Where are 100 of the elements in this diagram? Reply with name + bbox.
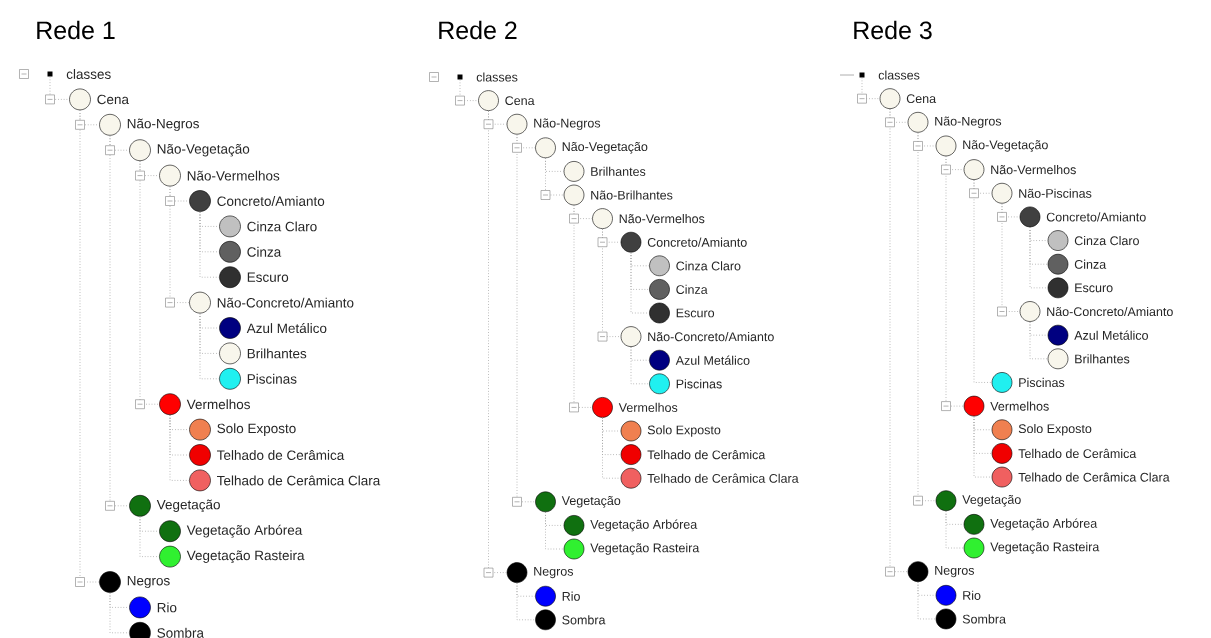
tree-item: Telhado de Cerâmica: [189, 444, 345, 466]
tree-item: Cinza: [1047, 253, 1107, 275]
title-text: Rede 2: [439, 20, 517, 40]
tree-item: Brilhantes: [563, 161, 646, 182]
node-label: Concreto/Amianto: [647, 237, 747, 247]
node-label: Negros: [935, 566, 975, 578]
tree-item: Não-Vermelhos: [592, 208, 705, 229]
node-label: Escuro: [247, 272, 289, 282]
tree-item: Negros: [506, 562, 574, 583]
tree-item: Brilhantes: [219, 342, 307, 365]
tree-item: Vermelhos: [159, 393, 250, 415]
node-label: Vegetação Arbórea: [186, 524, 303, 538]
node-label: Cena: [97, 94, 129, 105]
node-label: Piscinas: [1019, 377, 1065, 388]
node-label: Vermelhos: [186, 399, 250, 410]
node-label: Telhado de Cerâmica Clara: [647, 473, 799, 483]
title-text: Rede 3: [854, 20, 932, 40]
node-label: Brilhantes: [247, 348, 307, 359]
tree-line: [139, 160, 160, 405]
tree-item: Brilhantes: [1047, 348, 1130, 370]
tree-line: [630, 346, 650, 385]
tree-item: Escuro: [649, 302, 715, 324]
node-label: Cinza Claro: [676, 261, 741, 271]
tree-item: Cena: [478, 90, 535, 111]
tree-item: Cinza Claro: [1047, 230, 1139, 251]
tree-item: classes: [457, 72, 518, 82]
node-label: Vegetação Rasteira: [590, 543, 700, 555]
tree-item: Concreto/Amianto: [620, 231, 747, 253]
tree-line: [1029, 321, 1049, 360]
node-label: Vegetação: [962, 494, 1021, 507]
tree-item: Não-Brilhantes: [563, 184, 673, 206]
tree-item: Sombra: [935, 608, 1006, 630]
tree-line: [199, 211, 220, 278]
node-label: Sombra: [562, 615, 606, 625]
node-label: classes: [476, 72, 518, 82]
node-label: Vegetação Rasteira: [186, 550, 305, 563]
tree-item: Não-Vegetação: [935, 135, 1048, 157]
node-label: Não-Concreto/Amianto: [1047, 306, 1173, 317]
tree-line: [973, 416, 993, 478]
node-label: Rio: [157, 602, 177, 613]
tree-item: Telhado de Cerâmica: [991, 443, 1137, 464]
node-label: Solo Exposto: [1018, 423, 1092, 436]
tree-item: Vegetação: [935, 490, 1021, 511]
node-label: Não-Vegetação: [157, 143, 250, 157]
node-label: Brilhantes: [591, 166, 646, 176]
tree-item: Cinza: [219, 241, 282, 263]
tree-item: Concreto/Amianto: [189, 190, 325, 212]
node-label: Vegetação Arbórea: [990, 518, 1098, 531]
tree-item: Telhado de Cerâmica Clara: [991, 466, 1170, 488]
tree-item: Cena: [69, 88, 129, 111]
tree-line: [1001, 203, 1021, 312]
node-label: Telhado de Cerâmica: [647, 450, 766, 460]
node-label: Rio: [963, 590, 981, 600]
node-label: Sombra: [962, 614, 1006, 624]
node-label: Não-Concreto/Amianto: [648, 332, 774, 342]
tree-item: Vegetação: [129, 495, 220, 517]
node-label: Cinza Claro: [1074, 235, 1139, 246]
tree-item: Não-Piscinas: [991, 182, 1092, 204]
node-label: classes: [878, 70, 920, 80]
node-label: Sombra: [157, 627, 204, 638]
tree-item: Telhado de Cerâmica Clara: [620, 467, 799, 489]
tree-line: [917, 581, 937, 620]
node-label: Solo Exposto: [217, 423, 296, 436]
tree-line: [169, 414, 190, 481]
tree-line: [945, 510, 965, 549]
tree-item: Vegetação Arbórea: [159, 520, 303, 542]
tree-item: Não-Concreto/Amianto: [1019, 301, 1173, 322]
tree-item: Solo Exposto: [620, 420, 721, 442]
tree-item: Azul Metálico: [219, 317, 327, 339]
tree-item: Sombra: [535, 609, 606, 631]
node-label: Não-Concreto/Amianto: [217, 297, 354, 308]
tree-item: Vegetação Rasteira: [563, 538, 700, 560]
node-label: Solo Exposto: [647, 425, 721, 437]
tree-item: Rio: [129, 596, 177, 619]
tree-item: Cinza: [649, 279, 708, 300]
tree-item: Cinza Claro: [649, 255, 741, 277]
tree-item: Piscinas: [219, 368, 297, 390]
tree-item: classes: [47, 69, 111, 79]
tree-item: Escuro: [219, 266, 289, 288]
tree-item: Não-Negros: [99, 114, 199, 136]
tree-line: [139, 516, 160, 557]
node-label: Não-Vermelhos: [619, 214, 705, 224]
tree-line: [573, 204, 593, 408]
tree-item: Não-Vegetação: [129, 139, 250, 161]
title-text: Rede 1: [37, 20, 115, 40]
node-label: Escuro: [676, 308, 715, 318]
node-label: Cena: [906, 94, 937, 104]
tree-item: Vegetação: [535, 491, 621, 513]
node-label: Vegetação: [156, 499, 220, 513]
tree-item: Cinza Claro: [219, 215, 317, 238]
tree-item: Piscinas: [991, 372, 1065, 393]
tree-item: Não-Concreto/Amianto: [189, 291, 354, 314]
node-label: Rio: [562, 591, 580, 601]
node-label: Telhado de Cerâmica Clara: [217, 475, 381, 486]
tree-item: Não-Concreto/Amianto: [620, 326, 774, 347]
tree-item: Telhado de Cerâmica: [620, 444, 766, 465]
tree-line: [602, 228, 622, 337]
node-label: Vegetação Arbórea: [590, 519, 698, 532]
tree-line: [516, 582, 536, 621]
tree-item: Vegetação Rasteira: [963, 537, 1100, 559]
